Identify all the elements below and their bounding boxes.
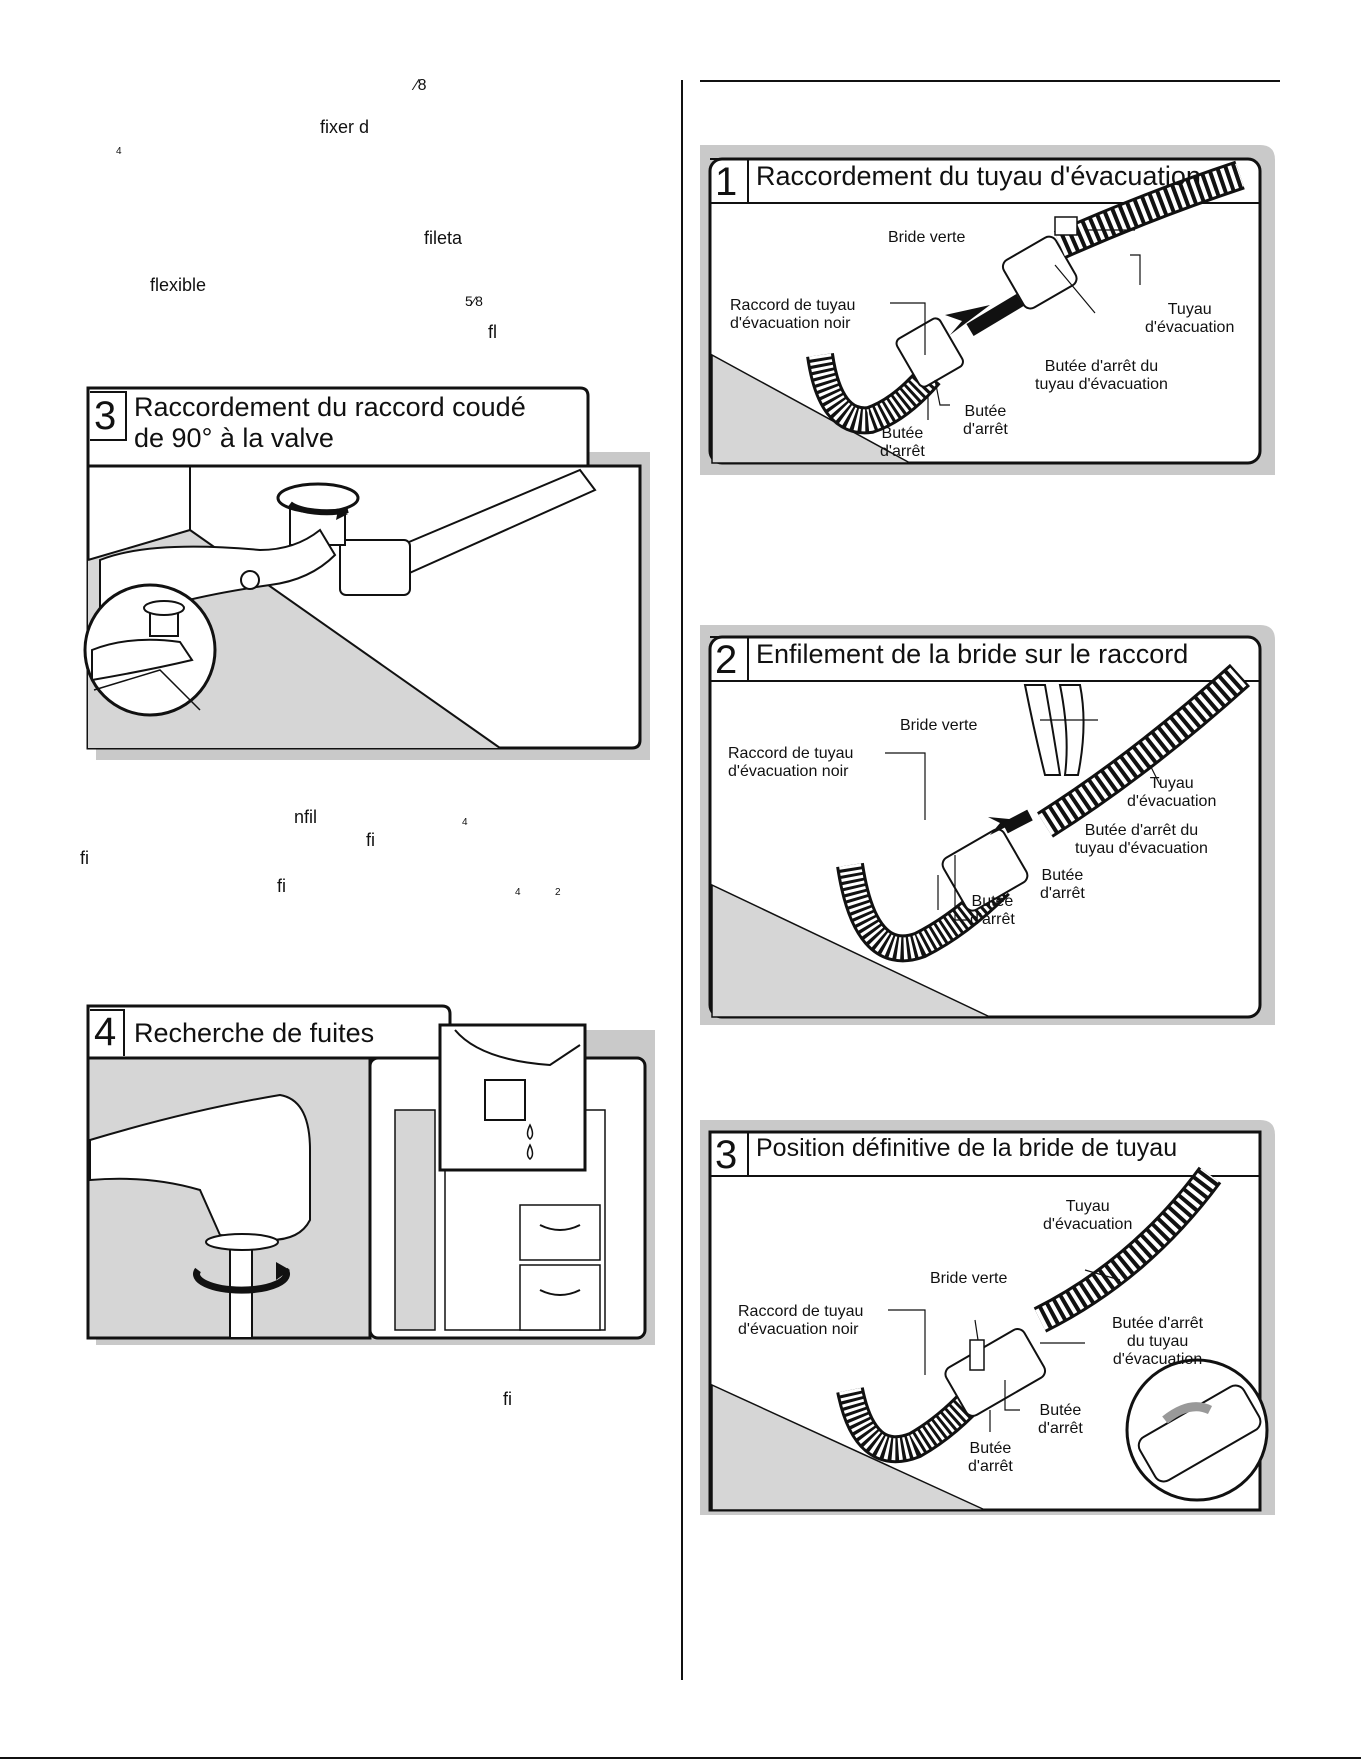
text-fragment: ⁄8 bbox=[415, 77, 427, 94]
leak-check-illustration bbox=[86, 1004, 655, 1345]
label-tuyau: Tuyau d'évacuation bbox=[1145, 301, 1235, 336]
figure-valve-connection: 3 Raccordement du raccord coudé de 90° à… bbox=[80, 380, 655, 760]
figure-number: 4 bbox=[94, 1010, 117, 1054]
figure-clamp-threading: 2 Enfilement de la bride sur le raccord … bbox=[700, 625, 1275, 1025]
label-butee: Butée d'arrêt bbox=[970, 893, 1015, 928]
figure-number: 2 bbox=[715, 638, 738, 682]
label-raccord-noir: Raccord de tuyau d'évacuation noir bbox=[738, 1303, 864, 1338]
figure-title: Enfilement de la bride sur le raccord bbox=[756, 639, 1189, 669]
text-fragment: fl bbox=[488, 322, 497, 342]
text-fragment: fileta bbox=[424, 228, 463, 248]
drain2-illustration bbox=[700, 625, 1275, 1025]
label-bride-verte: Bride verte bbox=[930, 1270, 1008, 1287]
label-butee: Butée d'arrêt bbox=[963, 403, 1008, 438]
label-bride-verte: Bride verte bbox=[900, 717, 978, 734]
column-divider bbox=[681, 80, 683, 1680]
text-fragment: fi bbox=[80, 848, 89, 868]
bottom-rule bbox=[0, 1757, 1361, 1759]
top-rule bbox=[700, 80, 1280, 82]
text-fragment: nfil bbox=[294, 807, 318, 827]
label-butee: Butée d'arrêt bbox=[968, 1440, 1013, 1475]
valve-illustration bbox=[83, 386, 650, 760]
figure-title: Position définitive de la bride de tuyau bbox=[756, 1134, 1178, 1162]
text-fragment: 4 bbox=[462, 817, 468, 828]
label-tuyau: Tuyau d'évacuation bbox=[1043, 1198, 1133, 1233]
text-fragment: fi bbox=[277, 876, 286, 896]
text-fragment: 2 bbox=[555, 887, 561, 898]
label-butee-tuyau: Butée d'arrêt du tuyau d'évacuation bbox=[1035, 358, 1168, 393]
figure-title-line1: Raccordement du raccord coudé bbox=[134, 392, 526, 422]
figure-leak-check: 4 Recherche de fuites bbox=[80, 1000, 655, 1345]
text-fragment: 5⁄8 bbox=[465, 293, 483, 309]
label-raccord-noir: Raccord de tuyau d'évacuation noir bbox=[728, 745, 854, 780]
figure-title: Raccordement du raccord coudé de 90° à l… bbox=[134, 392, 526, 454]
label-raccord-noir: Raccord de tuyau d'évacuation noir bbox=[730, 297, 856, 332]
label-butee: Butée d'arrêt bbox=[1040, 867, 1085, 902]
label-butee-tuyau: Butée d'arrêt du tuyau d'évacuation bbox=[1075, 822, 1208, 857]
figure-number: 3 bbox=[715, 1133, 738, 1177]
text-fragment: 4 bbox=[515, 887, 521, 898]
figure-title: Raccordement du tuyau d'évacuation bbox=[756, 161, 1201, 191]
figure-title: Recherche de fuites bbox=[134, 1018, 375, 1048]
figure-drain-connection: 1 Raccordement du tuyau d'évacuation Bri… bbox=[700, 145, 1275, 475]
text-fragment: flexible bbox=[150, 275, 207, 295]
label-butee: Butée d'arrêt bbox=[1038, 1402, 1083, 1437]
figure-final-clamp-position: 3 Position définitive de la bride de tuy… bbox=[700, 1120, 1275, 1530]
figure-title-line2: de 90° à la valve bbox=[134, 423, 334, 453]
figure-number: 1 bbox=[715, 160, 738, 204]
text-fragment: fi bbox=[366, 830, 375, 850]
drain3-illustration bbox=[700, 1120, 1275, 1515]
label-butee-tuyau: Butée d'arrêt du tuyau d'évacuation bbox=[1112, 1315, 1204, 1368]
drain1-illustration bbox=[700, 145, 1275, 475]
label-bride-verte: Bride verte bbox=[888, 229, 966, 246]
text-fragment: 4 bbox=[116, 146, 122, 157]
text-fragment: fixer d bbox=[320, 117, 370, 137]
figure-number: 3 bbox=[94, 394, 117, 438]
text-fragment: fi bbox=[503, 1389, 512, 1409]
label-tuyau: Tuyau d'évacuation bbox=[1127, 775, 1217, 810]
label-butee: Butée d'arrêt bbox=[880, 425, 925, 460]
